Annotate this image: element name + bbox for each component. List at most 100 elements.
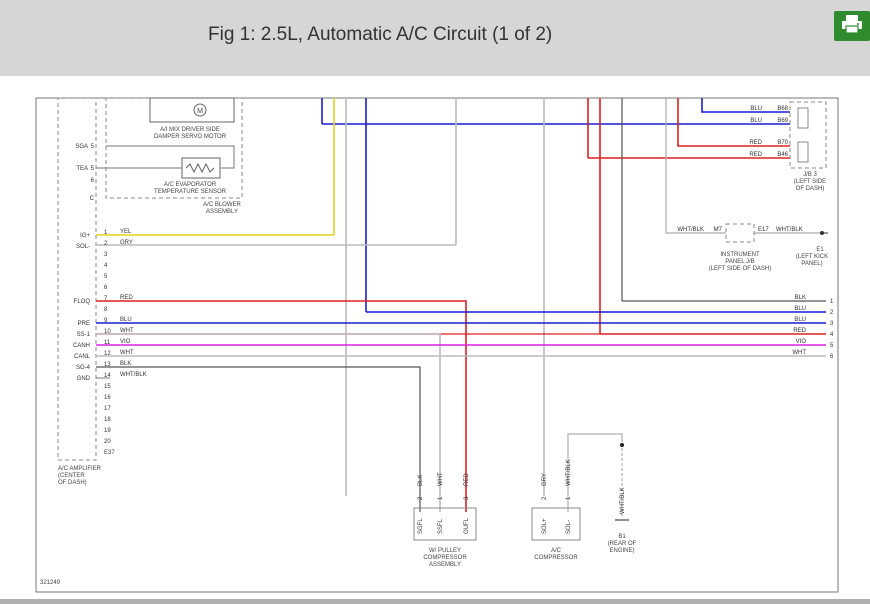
amp-pin-number: 20 [104, 439, 111, 445]
bus-wire-color: VIO [796, 339, 807, 345]
amp-pin-name: CANH [73, 343, 90, 349]
amp-pin-number: 18 [104, 417, 111, 423]
amplifier-box [57, 97, 97, 461]
amp-wire-color: BLK [120, 361, 131, 367]
amp-wire-color: VIO [120, 339, 131, 345]
sga-wire [106, 145, 235, 169]
amp-pin-number: 17 [104, 406, 111, 412]
motor-symbol [193, 103, 207, 117]
amp-wire-color: WHT/BLK [120, 372, 147, 378]
bus-pin-number: 5 [830, 343, 834, 349]
amp-pin-name: CANL [74, 354, 91, 360]
pulley-pin-name: SGFL [418, 518, 424, 534]
jb3-wire-color: RED [749, 140, 762, 146]
amp-pin-number: 1 [104, 230, 108, 236]
servo-box [149, 97, 235, 123]
printer-icon [841, 14, 863, 39]
instr-right-wire: WHT/BLK [776, 227, 803, 233]
motor-label: M [197, 108, 203, 115]
bus-pin-number: 4 [830, 332, 834, 338]
figure-id: 321249 [40, 580, 61, 586]
wire-sg4-blk [96, 366, 421, 512]
bus-pin-number: 3 [830, 321, 834, 327]
bus-wire-color: BLU [794, 306, 806, 312]
amp-pin-number: 4 [104, 263, 108, 269]
pulley-wire-color: BLK [418, 475, 424, 486]
page-header: Fig 1: 2.5L, Automatic A/C Circuit (1 of… [0, 0, 870, 76]
wire-sol-minus [567, 433, 623, 512]
bus-pin-number: 2 [830, 310, 834, 316]
page-title: Fig 1: 2.5L, Automatic A/C Circuit (1 of… [208, 24, 553, 45]
thermistor-symbol [185, 162, 215, 174]
diagram-frame [35, 97, 839, 593]
pulley-pin-number: 3 [464, 496, 470, 500]
instr-left-pin: M7 [714, 227, 723, 233]
amp-pin-number: 8 [104, 307, 108, 313]
compressor-pin-name: SOL- [566, 520, 572, 534]
compressor-pin-number: 2 [542, 496, 548, 500]
pulley-pin-number: 1 [438, 496, 444, 500]
amp-pin-number: 3 [104, 252, 108, 258]
bus-wire-color: BLU [794, 317, 806, 323]
instr-right-pin: E17 [758, 227, 769, 233]
upper-pin-number: 6 [91, 178, 95, 184]
jb3-pin: B69 [777, 118, 788, 124]
amp-wire-color: WHT [120, 350, 134, 356]
upper-pin-number: 5 [91, 166, 95, 172]
amp-pin-number: 12 [104, 351, 111, 357]
jb3-wire-color: BLU [750, 106, 762, 112]
amp-pin-name: PRE [78, 321, 90, 327]
amp-pin-number: 16 [104, 395, 111, 401]
jb3-pin: B70 [777, 140, 788, 146]
amp-pin-name: FLOQ [74, 299, 91, 305]
bus-pin-number: 6 [830, 354, 834, 360]
amp-pin-name: IG+ [80, 233, 90, 239]
blower-box [105, 97, 243, 199]
amp-pin-number: 6 [104, 285, 108, 291]
jb3-pin: B68 [777, 106, 788, 112]
print-button[interactable] [834, 11, 870, 41]
instr-left-wire: WHT/BLK [677, 227, 704, 233]
amp-pin-number: 13 [104, 362, 111, 368]
amp-wire-color: YEL [120, 229, 132, 235]
amp-pin-name: GND [77, 376, 91, 382]
pulley-wire-color: WHT [438, 472, 444, 486]
instr-panel-box [725, 223, 755, 243]
amp-wire-color: BLU [120, 317, 132, 323]
upper-pin-number: 5 [91, 144, 95, 150]
amp-pin-number: 14 [104, 373, 111, 379]
upper-pin-number: C [90, 196, 95, 202]
amplifier-connector: E37 [104, 450, 115, 456]
jb3-box [789, 101, 827, 169]
pulley-wire-color: RED [464, 473, 470, 486]
sensor-box [181, 157, 221, 179]
jb3-pin: B46 [777, 152, 788, 158]
compressor-wire-color: GRY [542, 473, 548, 486]
amp-pin-number: 2 [104, 241, 108, 247]
amp-pin-number: 11 [104, 340, 111, 346]
wire-blu-b68 [701, 98, 790, 113]
jb3-wire-color: BLU [750, 118, 762, 124]
amp-wire-color: RED [120, 295, 133, 301]
pulley-pin-number: 2 [418, 496, 424, 500]
amp-pin-number: 5 [104, 274, 108, 280]
amp-pin-name: SOL- [76, 244, 90, 250]
wire-red-b70 [677, 98, 790, 147]
wire-ss1-wht [96, 333, 441, 512]
upper-pin-name: TEA [76, 166, 88, 172]
amp-wire-color: GRY [120, 240, 133, 246]
compressor-wire-color: WHT/BLK [566, 459, 572, 486]
bus-pin-number: 1 [830, 299, 834, 305]
